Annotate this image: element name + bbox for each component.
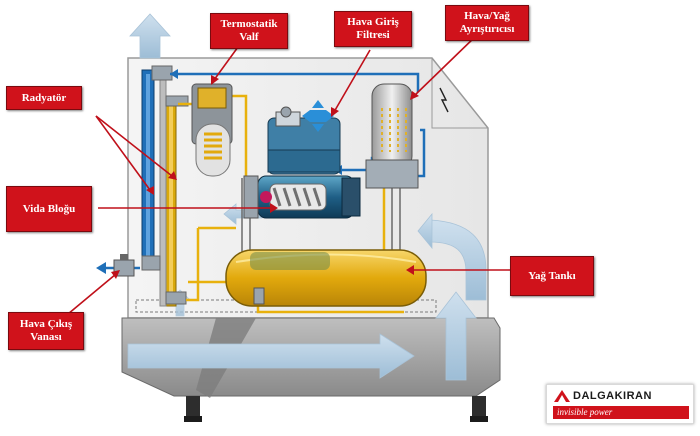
label-radiator-text: Radyatör bbox=[21, 91, 67, 104]
label-thermostatic-valve: Termostatik Valf bbox=[210, 13, 288, 49]
air-intake-filter bbox=[267, 100, 341, 175]
label-thermostatic-valve-line2: Valf bbox=[239, 31, 259, 43]
brand-logo: DALGAKIRAN invisible power bbox=[546, 384, 694, 424]
label-screw-block: Vida Bloğu bbox=[6, 186, 92, 232]
label-oil-tank-text: Yağ Tankı bbox=[528, 269, 576, 282]
leader-lines bbox=[67, 33, 528, 315]
leader-arrowheads bbox=[111, 75, 419, 279]
label-air-oil-separator: Hava/Yağ Ayrıştırıcısı bbox=[445, 5, 529, 41]
air-oil-separator bbox=[365, 83, 419, 189]
oil-tank bbox=[225, 249, 427, 307]
brand-name: DALGAKIRAN bbox=[573, 390, 652, 402]
label-air-intake-filter-line2: Filtresi bbox=[356, 29, 390, 41]
cabinet-base bbox=[121, 317, 501, 422]
label-air-oil-separator-line1: Hava/Yağ bbox=[464, 10, 510, 22]
label-screw-block-text: Vida Bloğu bbox=[22, 202, 76, 215]
label-radiator: Radyatör bbox=[6, 86, 82, 110]
label-air-intake-filter-line1: Hava Giriş bbox=[347, 16, 399, 28]
label-oil-tank: Yağ Tankı bbox=[510, 256, 594, 296]
label-air-outlet-valve-line2: Vanası bbox=[30, 331, 62, 343]
screw-block bbox=[243, 175, 361, 219]
radiator bbox=[141, 65, 189, 307]
electric-hazard-icon bbox=[439, 87, 449, 113]
brand-mark-icon bbox=[554, 390, 570, 402]
brand-tagline: invisible power bbox=[557, 407, 613, 417]
label-air-intake-filter: Hava Giriş Filtresi bbox=[334, 11, 412, 47]
label-thermostatic-valve-line1: Termostatik bbox=[220, 18, 278, 30]
brand-strip bbox=[553, 406, 689, 419]
thermostatic-valve bbox=[191, 83, 233, 177]
label-air-outlet-valve-line1: Hava Çıkış bbox=[19, 318, 73, 330]
label-air-oil-separator-line2: Ayrıştırıcısı bbox=[459, 23, 515, 35]
label-air-outlet-valve: Hava Çıkış Vanası bbox=[8, 312, 84, 350]
